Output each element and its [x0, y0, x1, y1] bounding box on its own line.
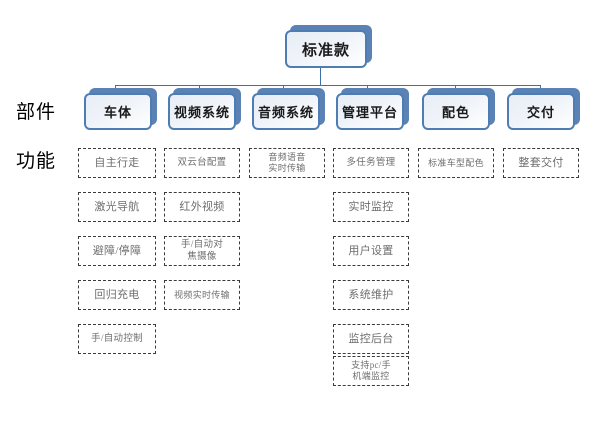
- leaf-1-1[interactable]: 自主行走: [78, 148, 156, 178]
- leaf-4-5[interactable]: 监控后台: [333, 324, 409, 354]
- leaf-2-2-label: 红外视频: [179, 200, 225, 213]
- node-column-5[interactable]: 配色: [422, 88, 495, 130]
- leaf-4-1[interactable]: 多任务管理: [333, 148, 409, 178]
- leaf-1-3[interactable]: 避障/停障: [78, 236, 156, 266]
- connector-bus: [115, 85, 540, 86]
- leaf-1-2-label: 激光导航: [94, 200, 140, 213]
- leaf-4-3-label: 用户设置: [348, 244, 394, 257]
- node-column-5-face: 配色: [422, 93, 490, 130]
- node-root-label: 标准款: [301, 42, 350, 59]
- leaf-1-3-label: 避障/停障: [92, 244, 142, 257]
- node-column-1-face: 车体: [84, 93, 152, 130]
- node-column-3[interactable]: 音频系统: [252, 88, 325, 130]
- leaf-5-1[interactable]: 标准车型配色: [418, 148, 494, 178]
- leaf-6-1[interactable]: 整套交付: [503, 148, 579, 178]
- node-column-5-label: 配色: [441, 105, 470, 120]
- node-column-1[interactable]: 车体: [84, 88, 157, 130]
- leaf-4-4[interactable]: 系统维护: [333, 280, 409, 310]
- leaf-6-1-label: 整套交付: [518, 156, 564, 169]
- leaf-1-1-label: 自主行走: [94, 156, 140, 169]
- node-column-2[interactable]: 视频系统: [168, 88, 241, 130]
- leaf-4-4-label: 系统维护: [348, 288, 394, 301]
- leaf-5-1-label: 标准车型配色: [428, 157, 484, 168]
- node-column-4-label: 管理平台: [341, 105, 398, 120]
- node-column-3-face: 音频系统: [252, 93, 320, 130]
- leaf-1-4[interactable]: 回归充电: [78, 280, 156, 310]
- node-column-4-face: 管理平台: [336, 93, 404, 130]
- leaf-4-2[interactable]: 实时监控: [333, 192, 409, 222]
- leaf-4-6[interactable]: 支持pc/手 机端监控: [333, 356, 409, 386]
- node-column-2-face: 视频系统: [168, 93, 236, 130]
- node-column-6-label: 交付: [526, 105, 555, 120]
- leaf-3-1[interactable]: 音频语音 实时传输: [249, 148, 325, 178]
- leaf-4-1-label: 多任务管理: [346, 158, 396, 168]
- leaf-4-3[interactable]: 用户设置: [333, 236, 409, 266]
- node-column-6[interactable]: 交付: [507, 88, 580, 130]
- leaf-3-1-label: 音频语音 实时传输: [268, 152, 306, 173]
- leaf-4-2-label: 实时监控: [348, 200, 394, 213]
- node-column-1-label: 车体: [103, 105, 132, 120]
- leaf-1-4-label: 回归充电: [94, 288, 140, 301]
- leaf-2-4-label: 视频实时传输: [174, 289, 230, 300]
- leaf-1-2[interactable]: 激光导航: [78, 192, 156, 222]
- leaf-4-6-label: 支持pc/手 机端监控: [351, 360, 391, 381]
- leaf-4-5-label: 监控后台: [348, 332, 394, 345]
- node-column-6-face: 交付: [507, 93, 575, 130]
- node-column-2-label: 视频系统: [173, 105, 230, 120]
- leaf-2-1[interactable]: 双云台配置: [164, 148, 240, 178]
- leaf-2-3-label: 手/自动对 焦摄像: [180, 240, 224, 262]
- node-root[interactable]: 标准款: [285, 25, 372, 68]
- row-label-functions: 功能: [16, 151, 57, 172]
- leaf-1-5-label: 手/自动控制: [91, 334, 143, 344]
- leaf-2-4[interactable]: 视频实时传输: [164, 280, 240, 310]
- node-root-face: 标准款: [285, 30, 367, 68]
- connector-root-stem: [320, 68, 321, 85]
- row-label-components: 部件: [16, 102, 57, 123]
- node-column-3-label: 音频系统: [257, 105, 314, 120]
- leaf-1-5[interactable]: 手/自动控制: [78, 324, 156, 354]
- leaf-2-1-label: 双云台配置: [177, 158, 227, 168]
- node-column-4[interactable]: 管理平台: [336, 88, 409, 130]
- leaf-2-3[interactable]: 手/自动对 焦摄像: [164, 236, 240, 266]
- leaf-2-2[interactable]: 红外视频: [164, 192, 240, 222]
